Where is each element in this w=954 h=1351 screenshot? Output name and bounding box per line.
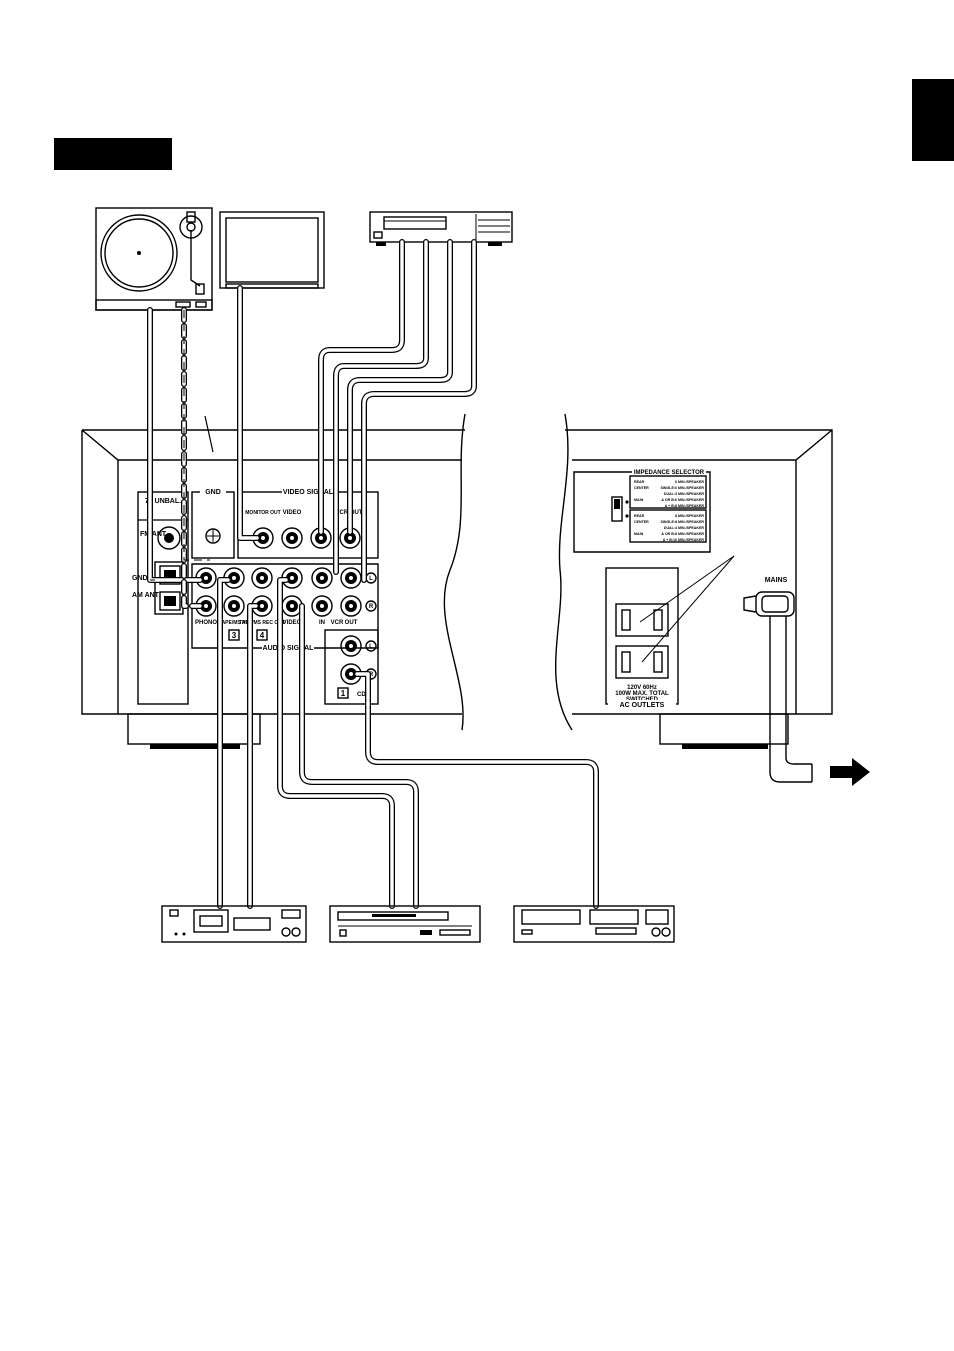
vcr-audio-label: VCR (331, 620, 344, 626)
impedance-row-value: A + B:16 MIN./SPEAKER (663, 538, 705, 542)
rca-vcr-in-l (311, 567, 333, 589)
vcr-audio-in-label: IN (319, 620, 325, 626)
rca-phono-r (195, 595, 217, 617)
ac-outlets-title: AC OUTLETS (620, 702, 665, 709)
video-label: VIDEO (283, 510, 302, 516)
cd-label: CD (357, 692, 366, 698)
rca-vcr-out-r (340, 595, 362, 617)
vcr-icon (369, 211, 513, 246)
impedance-row-value: 6 MIN./SPEAKER (675, 480, 704, 484)
gnd-screw (205, 528, 221, 544)
rca-tape-rec-l (251, 567, 273, 589)
rca-cd-l (340, 635, 362, 657)
impedance-lower-table: REAR 8 MIN./SPEAKER CENTER SINGLE:8 MIN./SP… (634, 514, 704, 542)
video-signal-label: VIDEO SIGNAL (283, 489, 334, 496)
section-header-bar (54, 138, 172, 170)
number-1-badge: 1 (341, 689, 346, 698)
turntable-icon (95, 207, 213, 311)
video-signal-block: VIDEO SIGNAL MONITOR OUT VIDEO IN VCR OU… (237, 487, 379, 559)
ac-outlets-block: 120V 60Hz 100W MAX. TOTAL SWITCHED AC OU… (605, 555, 735, 709)
impedance-selector: IMPEDANCE SELECTOR REAR 6 MIN./SPEAKER CEN… (573, 467, 711, 553)
mains-cord: MAINS (743, 577, 813, 783)
impedance-row-value: 8 MIN./SPEAKER (675, 514, 704, 518)
impedance-switch[interactable] (611, 496, 623, 522)
impedance-row-label: CENTER (634, 520, 649, 524)
gnd-label: GND (205, 489, 221, 496)
tape-rec-label: TAPE/MS REC OUT (239, 620, 285, 626)
phono-label: PHONO (195, 620, 217, 626)
impedance-row-label: REAR (634, 480, 645, 484)
ac-outlet-upper (615, 603, 669, 637)
antenna-terminal-block: 75 UNBAL. FM ANT GND AM ANT (132, 491, 189, 705)
impedance-row-label: MAIN (634, 532, 644, 536)
impedance-row-value: SINGLE:8 MIN./SPEAKER (660, 520, 704, 524)
vcr-audio-out-label: OUT (345, 620, 358, 626)
am-ant-label: AM ANT (132, 592, 160, 599)
rca-cd-r (340, 663, 362, 685)
impedance-row-value: SINGLE:6 MIN./SPEAKER (660, 486, 704, 490)
rca-jack-video-in (281, 527, 303, 549)
rca-vcr-out-l (340, 567, 362, 589)
ac-spec-line1: 120V 60Hz (627, 685, 657, 691)
rca-tape-pb-r (223, 595, 245, 617)
impedance-row-value: DUAL:4 MIN./SPEAKER (664, 526, 705, 530)
cd-right-label: R (369, 672, 374, 678)
gnd-spring-clip (159, 565, 181, 585)
impedance-upper-table: REAR 6 MIN./SPEAKER CENTER SINGLE:6 MIN./SP… (634, 480, 704, 508)
fm-ant-label: FM ANT (140, 531, 167, 538)
left-channel-label: L (369, 576, 373, 582)
ac-spec-line2: 100W MAX. TOTAL (615, 691, 669, 697)
ac-outlet-lower (615, 645, 669, 679)
audio-signal-label: AUDIO SIGNAL (263, 645, 315, 652)
impedance-row-label: MAIN (634, 498, 644, 502)
audio-signal-block: AUDIO SIGNAL L R PHONO TAPE/MS PB TAPE/M… (191, 563, 379, 652)
impedance-row-value: A OR B:8 MIN./SPEAKER (661, 532, 704, 536)
number-3-badge: 3 (232, 631, 237, 640)
video-audio-label: VIDEO (283, 620, 302, 626)
impedance-row-value: DUAL:3 MIN./SPEAKER (664, 492, 705, 496)
number-4-badge: 4 (260, 631, 265, 640)
gnd-terminal-block: GND (191, 488, 235, 559)
rca-tape-rec-r (251, 595, 273, 617)
impedance-title: IMPEDANCE SELECTOR (634, 470, 705, 476)
fm-antenna-jack (157, 526, 181, 550)
impedance-row-label: REAR (634, 514, 645, 518)
right-channel-label: R (369, 604, 374, 610)
am-spring-clip (159, 591, 181, 611)
cables (147, 239, 599, 909)
cassette-deck-icon (161, 905, 307, 943)
tape-pb-label: TAPE/MS PB (219, 620, 250, 626)
monitor-out-label: MONITOR OUT (245, 510, 280, 516)
unbal-label: 75 UNBAL. (145, 498, 181, 505)
gnd-ant-label: GND (132, 575, 148, 582)
rca-vcr-in-r (311, 595, 333, 617)
impedance-row-value: A + B:8 MIN./SPEAKER (665, 504, 705, 508)
mains-label: MAINS (765, 577, 788, 584)
language-tab (912, 79, 954, 161)
impedance-row-value: A OR B:6 MIN./SPEAKER (661, 498, 704, 502)
arrow-right-icon (830, 758, 870, 786)
cd-left-label: L (369, 644, 373, 650)
impedance-row-label: CENTER (634, 486, 649, 490)
cd-input-block: L R 1 CD (324, 629, 379, 705)
tuner-icon (513, 905, 675, 943)
cd-player-icon (329, 905, 481, 943)
tv-monitor-icon (219, 211, 325, 289)
